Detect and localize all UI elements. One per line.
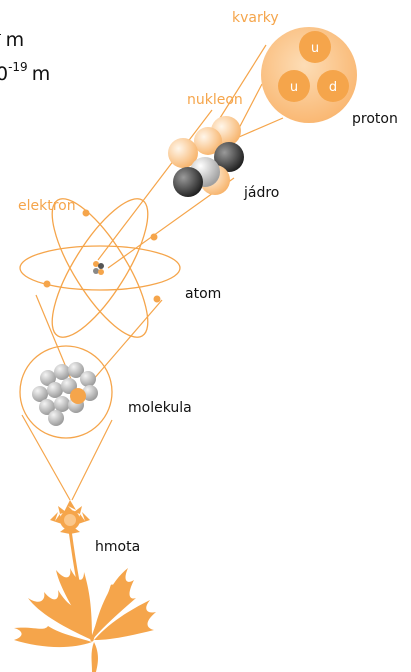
electron-dot [82, 209, 90, 217]
quark-left-label: u [290, 80, 298, 95]
quark-left [278, 70, 310, 102]
label-atom: atom [185, 286, 221, 302]
electron-dot [150, 233, 158, 241]
molecule [19, 345, 113, 439]
diagram-labels: kvarky nukleon proton jádro elektron ato… [18, 10, 398, 555]
quark-top-label: u [311, 41, 319, 56]
svg-text:0-19m: 0-19 m [0, 60, 50, 85]
label-nukleon: nukleon [187, 92, 243, 108]
svg-text:4m: 4m [0, 26, 24, 51]
atom [19, 198, 181, 338]
atom-core [93, 261, 104, 275]
scale-line2-prefix: 0 [0, 63, 8, 85]
label-proton: proton [352, 111, 398, 127]
quark-top [299, 31, 331, 63]
electron-dot [43, 280, 51, 288]
electrons [43, 209, 161, 303]
scale-line1-unit: m [6, 29, 25, 51]
scale-line2-unit: m [32, 63, 51, 85]
quark-right-label: d [329, 80, 337, 95]
scale-line1-exponent: 4 [0, 26, 2, 40]
zoom-connectors [21, 44, 284, 501]
quark-right [317, 70, 349, 102]
label-jadro: jádro [243, 185, 279, 201]
label-elektron: elektron [18, 198, 76, 214]
scale-text: 4m 0-19m [0, 26, 50, 85]
label-hmota: hmota [95, 539, 140, 555]
proton: u u d [261, 27, 357, 123]
scale-line2-exponent: -19 [8, 60, 28, 74]
dandelion-plant [14, 500, 156, 672]
label-kvarky: kvarky [232, 10, 279, 26]
electron-dot [153, 295, 161, 303]
label-molekula: molekula [128, 400, 192, 416]
nucleus [168, 116, 244, 197]
